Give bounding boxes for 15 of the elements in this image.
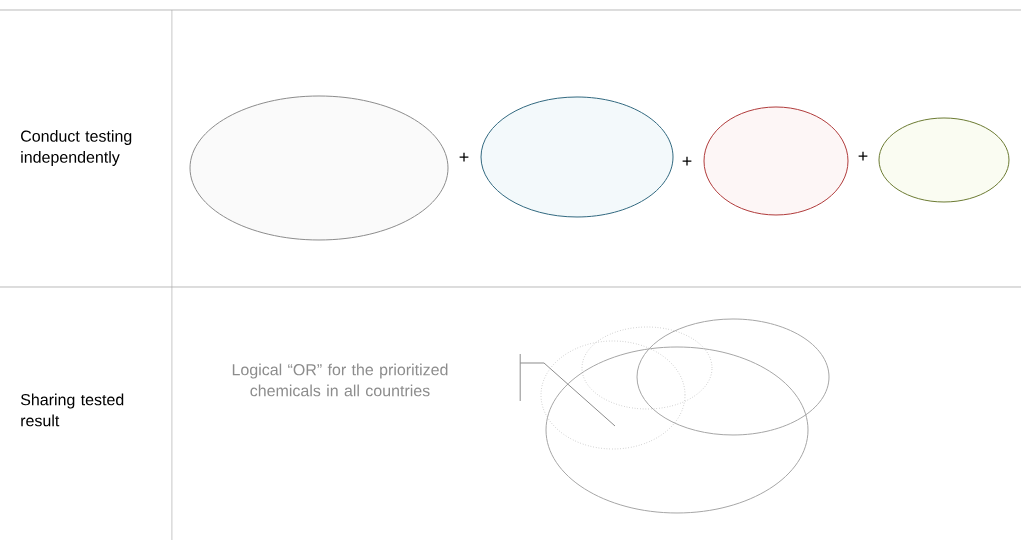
ellipse [540, 340, 686, 450]
ellipse [703, 106, 849, 216]
ellipse [878, 117, 1010, 203]
row-label: Sharing tested result [20, 393, 124, 427]
ellipse [189, 95, 449, 241]
ellipse [545, 346, 809, 514]
ellipse [480, 96, 674, 218]
plus-sign: + [459, 152, 469, 162]
plus-sign: + [682, 156, 692, 166]
row-label: Conduct testing independently [21, 130, 132, 166]
ellipse [636, 318, 830, 436]
ellipse [581, 326, 713, 410]
leader-line [519, 362, 616, 427]
plus-sign: + [858, 151, 868, 161]
callout-text: Logical “OR” for the prioritized chemicals in all countries [232, 353, 521, 402]
